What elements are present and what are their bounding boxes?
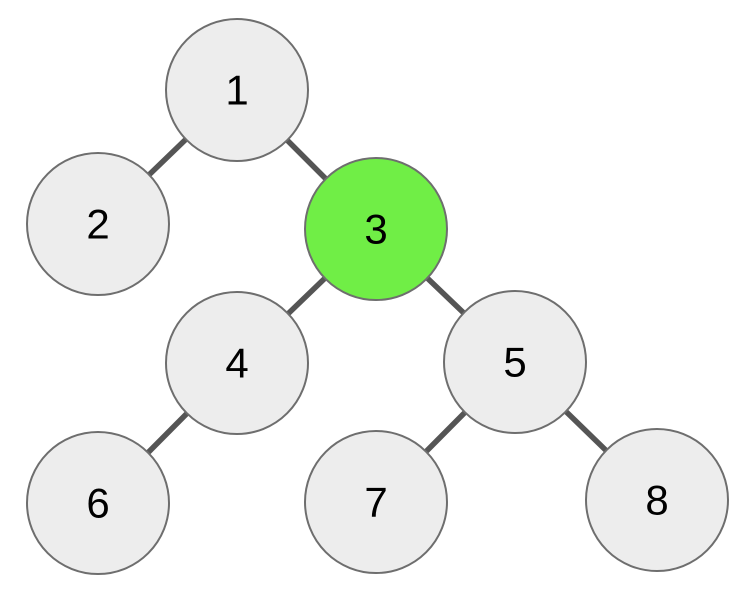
node-circle-7[interactable] bbox=[304, 430, 448, 574]
tree-node-7[interactable]: 7 bbox=[304, 430, 448, 574]
node-circle-8[interactable] bbox=[585, 428, 729, 572]
node-circle-6[interactable] bbox=[26, 431, 170, 575]
tree-node-1[interactable]: 1 bbox=[165, 18, 309, 162]
tree-node-6[interactable]: 6 bbox=[26, 431, 170, 575]
node-circle-3[interactable] bbox=[304, 157, 448, 301]
node-circle-4[interactable] bbox=[165, 291, 309, 435]
node-circle-2[interactable] bbox=[26, 152, 170, 296]
tree-node-5[interactable]: 5 bbox=[443, 290, 587, 434]
node-circle-1[interactable] bbox=[165, 18, 309, 162]
tree-node-8[interactable]: 8 bbox=[585, 428, 729, 572]
node-circle-5[interactable] bbox=[443, 290, 587, 434]
tree-node-3-highlighted[interactable]: 3 bbox=[304, 157, 448, 301]
tree-node-4[interactable]: 4 bbox=[165, 291, 309, 435]
tree-node-2[interactable]: 2 bbox=[26, 152, 170, 296]
